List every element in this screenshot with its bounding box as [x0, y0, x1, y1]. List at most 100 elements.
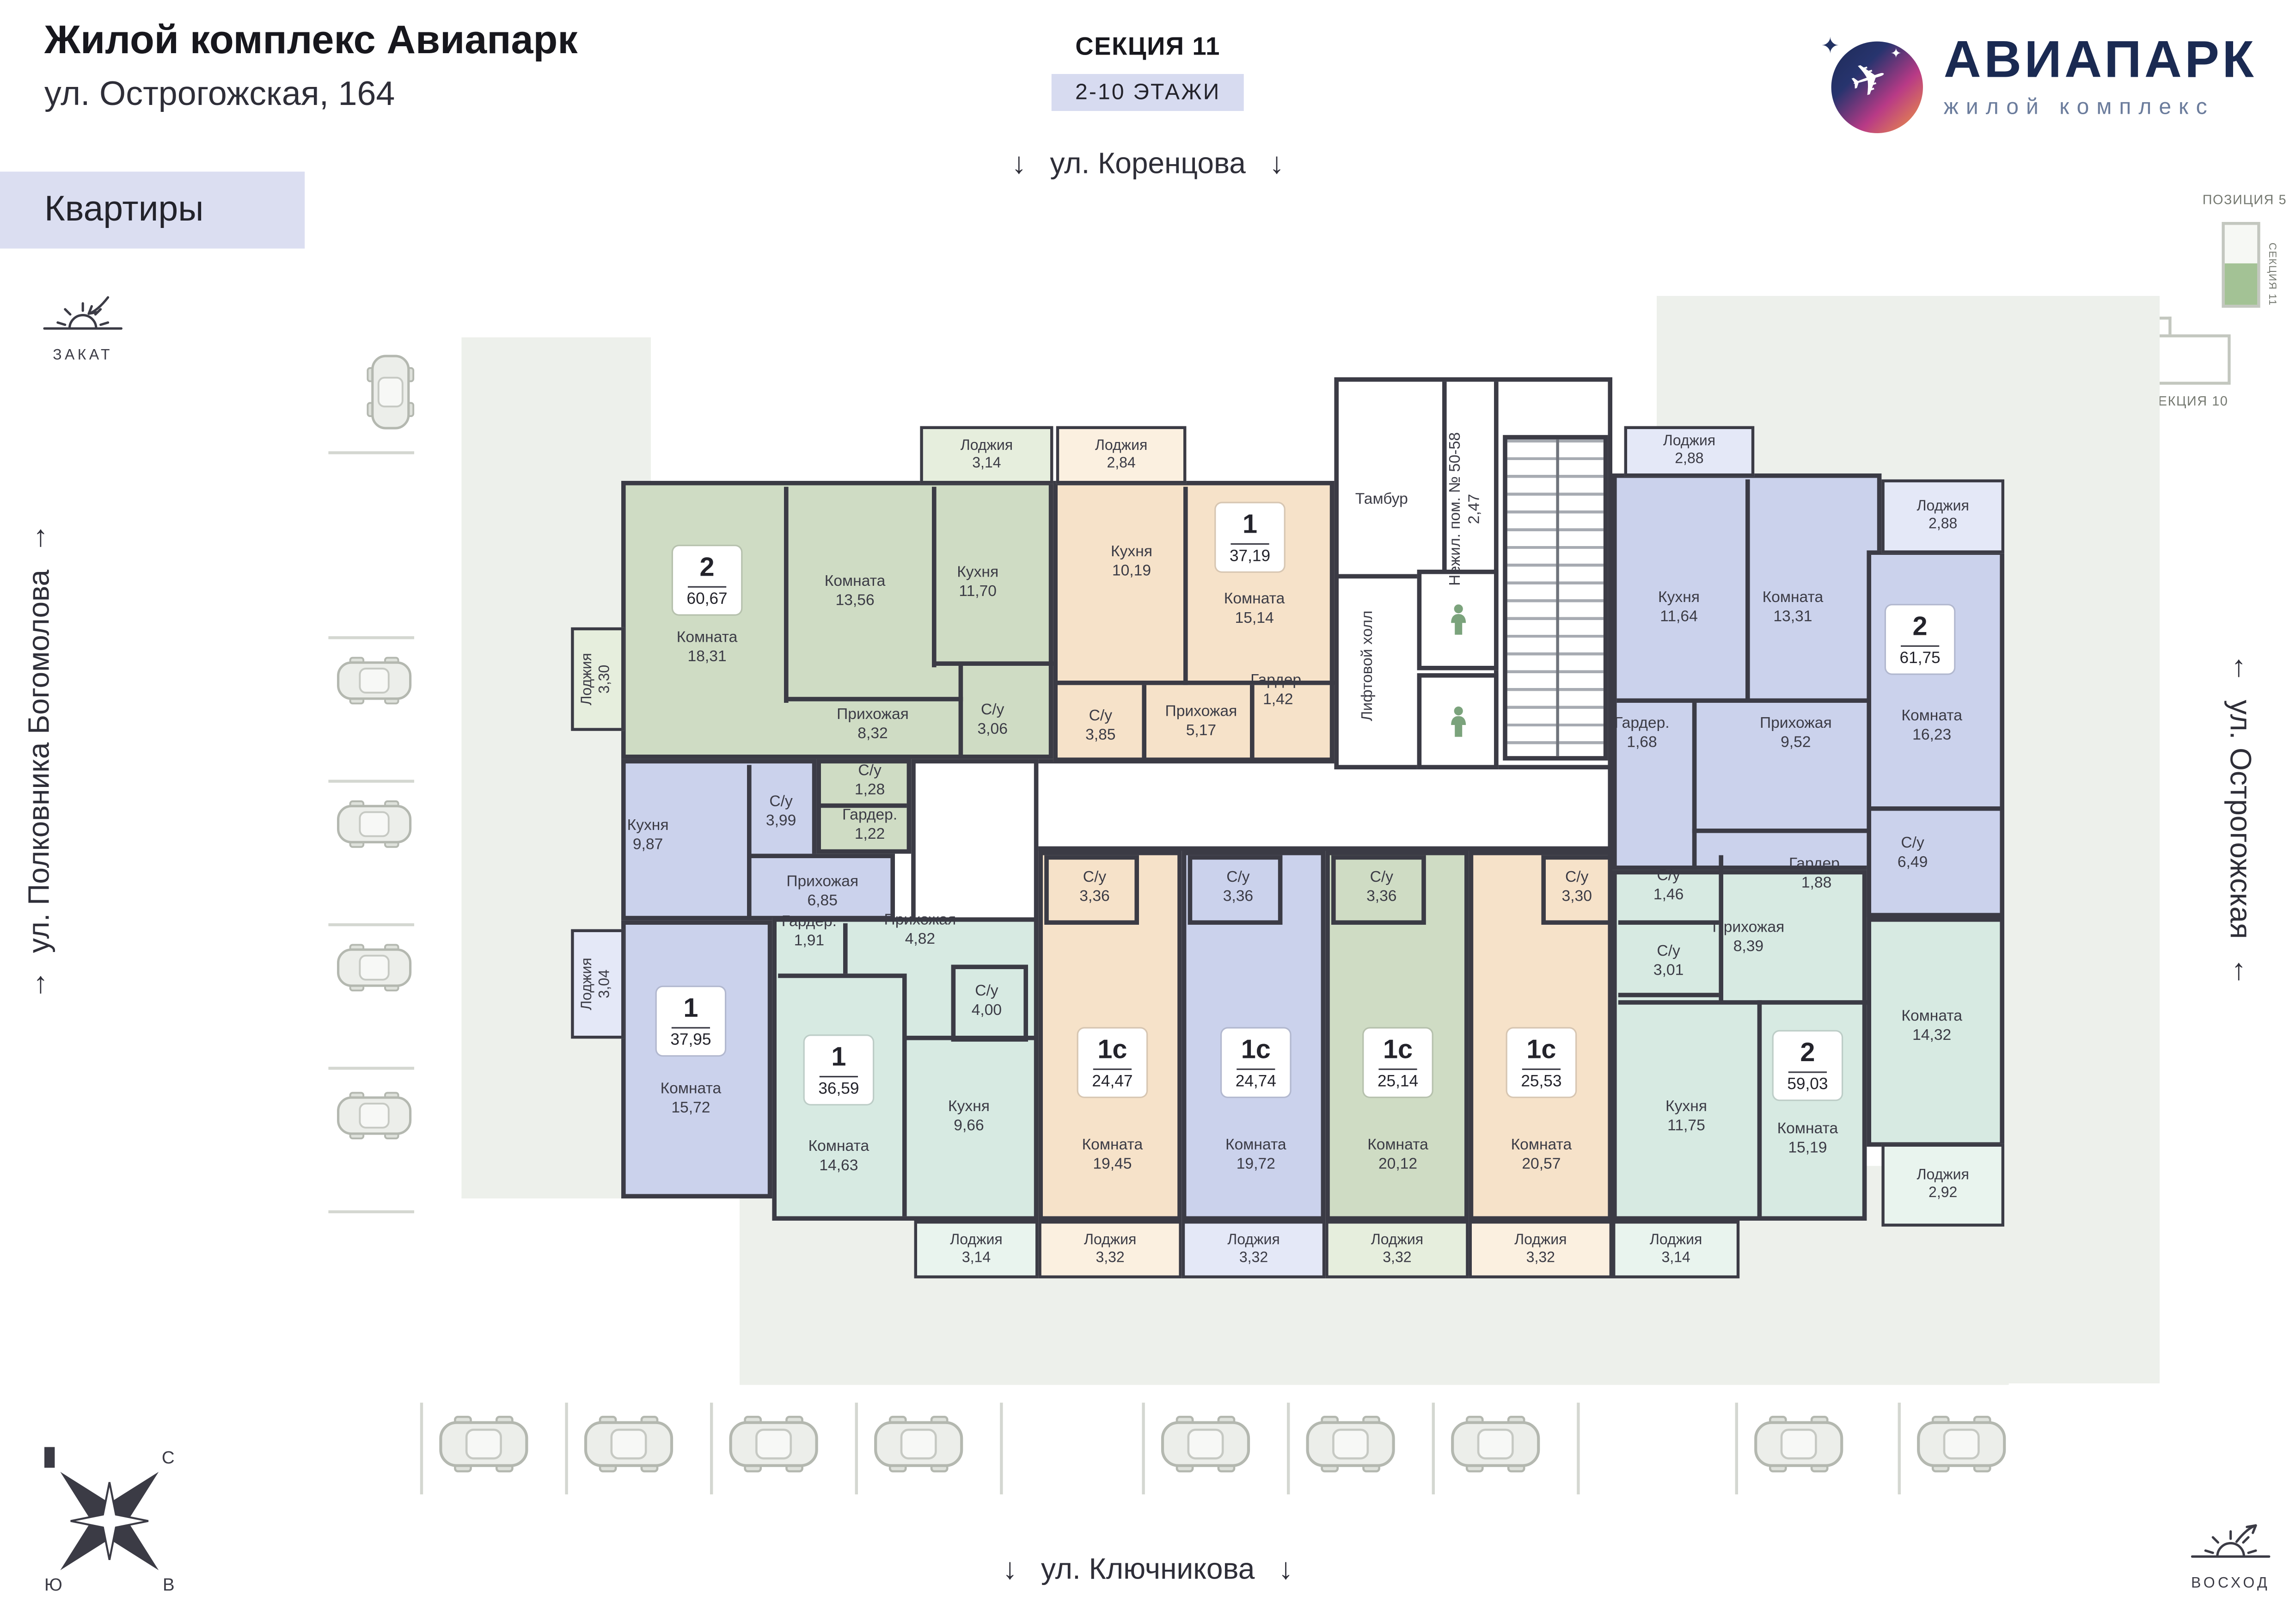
apartment-type: 1с — [1526, 1034, 1556, 1064]
parking-divider — [420, 1402, 423, 1494]
elevator-person-icon — [1450, 706, 1465, 736]
parking-divider — [1287, 1402, 1290, 1494]
car-icon — [438, 1413, 529, 1475]
room-name: Гардер. — [1614, 714, 1670, 732]
apartment-type: 1с — [1241, 1034, 1271, 1064]
position-label: ПОЗИЦИЯ 5 — [2202, 192, 2287, 207]
car-icon — [336, 942, 412, 993]
street-label-ostrogozhskaya: ↑ ул. Острогожская ↑ — [2222, 651, 2256, 988]
badge-divider — [1901, 645, 1940, 646]
compass-south: Ю — [44, 1574, 62, 1595]
sunset-indicator: ЗАКАТ — [32, 290, 133, 364]
room-area: 2,92 — [1929, 1185, 1958, 1202]
room-area: 14,63 — [819, 1157, 858, 1175]
floors-badge[interactable]: 2-10 ЭТАЖИ — [1051, 74, 1244, 111]
apartment-2-59-03[interactable] — [1867, 917, 2004, 1147]
apartment-badge[interactable]: 1с 25,53 — [1507, 1028, 1575, 1096]
wall — [1618, 920, 1719, 925]
compass-icon — [60, 1472, 159, 1570]
room-area: 3,99 — [765, 812, 796, 830]
room-name: С/у — [1089, 707, 1112, 725]
badge-divider — [1522, 1068, 1561, 1070]
parking-divider — [1000, 1402, 1003, 1494]
apartment-area: 25,53 — [1521, 1072, 1562, 1090]
car-icon — [583, 1413, 674, 1475]
wall — [932, 661, 1053, 666]
room-area: 15,14 — [1235, 609, 1274, 627]
apartment-2-60-67[interactable] — [621, 481, 1053, 759]
car-icon — [728, 1413, 819, 1475]
car-icon — [1916, 1413, 2007, 1475]
down-arrow-icon: ↓ — [1002, 1554, 1017, 1586]
room-area: 3,36 — [1366, 888, 1397, 906]
apartment-area: 24,47 — [1092, 1072, 1133, 1090]
room-name: Комната — [1511, 1136, 1572, 1154]
wall — [1618, 993, 1719, 997]
room-name: С/у — [1657, 866, 1680, 885]
room-area: 3,85 — [1085, 726, 1116, 744]
wall — [778, 973, 902, 978]
wall — [1250, 685, 1255, 762]
car-icon — [365, 354, 416, 430]
room-name: Гардер. — [1250, 671, 1306, 689]
room-name: С/у — [1901, 834, 1924, 852]
room-name: Кухня — [948, 1098, 990, 1116]
room-name: Комната — [660, 1080, 722, 1098]
room-name: Кухня — [957, 563, 999, 582]
room-area: 20,57 — [1522, 1155, 1561, 1173]
wall — [843, 923, 848, 974]
parking-divider — [1898, 1402, 1901, 1494]
car-icon — [336, 1090, 412, 1141]
apartment-area: 25,14 — [1377, 1072, 1419, 1090]
room-area: 1,91 — [794, 932, 825, 950]
room-area: 6,49 — [1897, 854, 1928, 872]
section-header: СЕКЦИЯ 11 2-10 ЭТАЖИ — [1051, 32, 1244, 111]
room-name: Лоджия — [1916, 1167, 1969, 1184]
up-arrow-icon: ↑ — [2231, 953, 2247, 987]
section-11-highlight[interactable] — [2224, 263, 2258, 305]
bathroom-box — [1188, 855, 1283, 925]
room-area: 2,88 — [1929, 516, 1958, 533]
room-area: 18,31 — [687, 648, 727, 666]
wall — [1757, 1000, 1762, 1221]
room-area: 13,56 — [835, 592, 875, 610]
sparkle-icon: ✦ — [1821, 34, 1840, 59]
room-name: Комната — [1901, 1007, 1962, 1026]
parking-divider — [565, 1402, 568, 1494]
room-name: Лоджия — [580, 958, 596, 1010]
apartment-area: 61,75 — [1899, 649, 1941, 667]
logo: ✦ ✈ ✦ АВИАПАРК жилой комплекс — [1821, 32, 2257, 133]
apartment-1-37-19[interactable] — [1053, 481, 1335, 762]
badge-divider — [688, 585, 727, 587]
parking-divider — [1735, 1402, 1738, 1494]
apartment-1-37-95[interactable] — [621, 920, 772, 1198]
wall — [1719, 855, 1723, 1003]
wall — [1442, 381, 1447, 577]
